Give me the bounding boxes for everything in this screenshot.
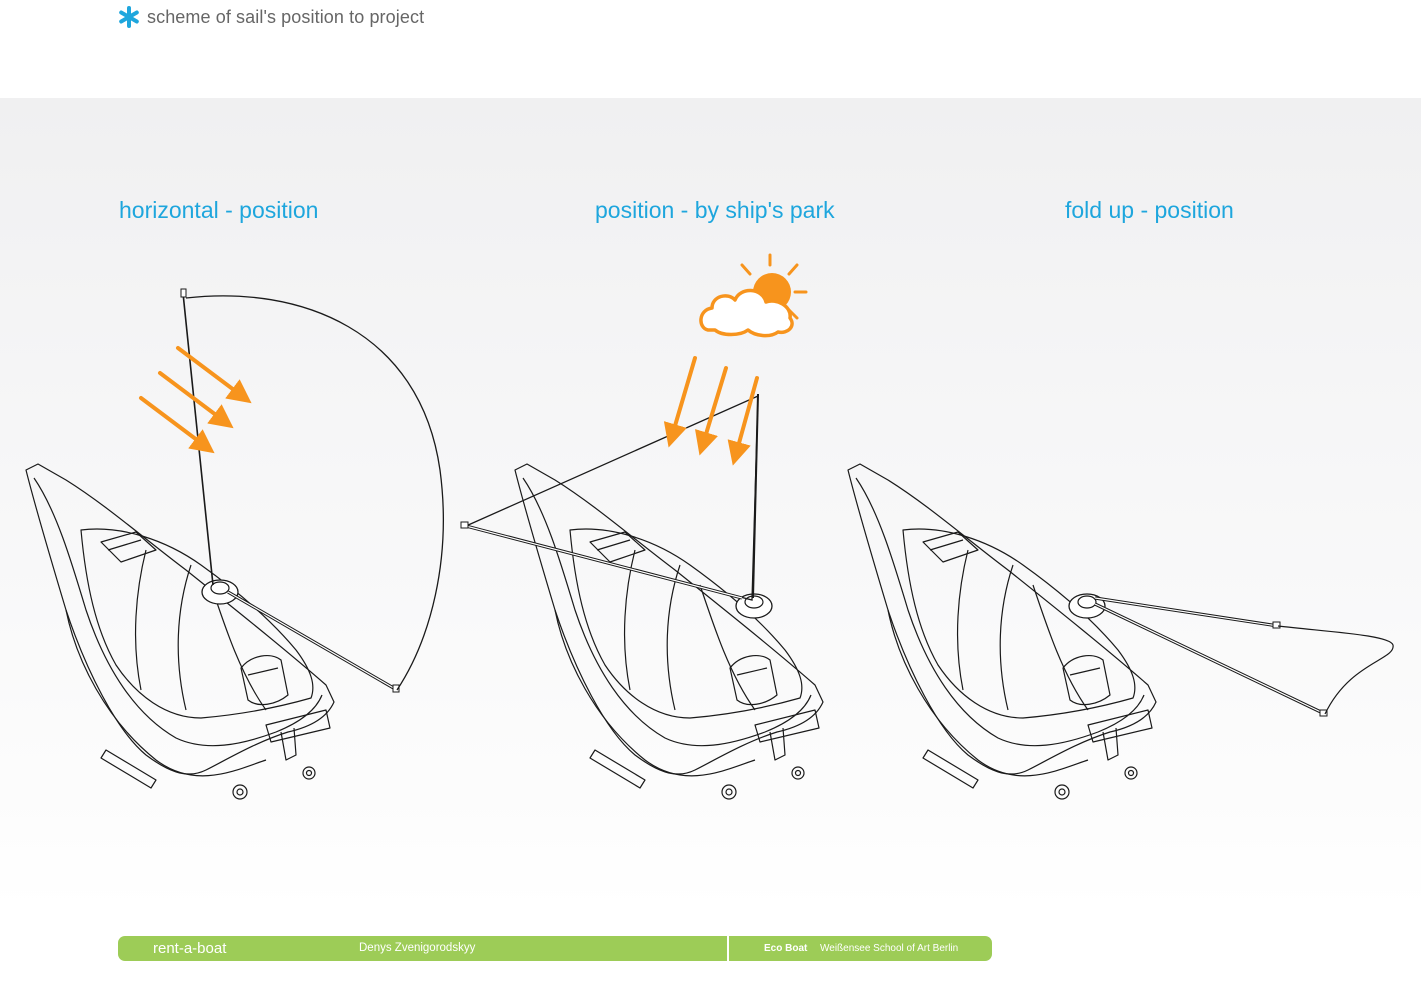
boat-drawing-horizontal	[25, 288, 444, 800]
sun-rays-ships-park	[663, 356, 759, 466]
section-title-horizontal: horizontal - position	[119, 197, 319, 223]
footer-author: Denys Zvenigorodskyy	[359, 942, 476, 954]
section-title-fold-up: fold up - position	[1065, 197, 1234, 223]
section-title-ships-park: position - by ship's park	[595, 197, 835, 223]
boat-drawing-ships-park	[460, 393, 824, 800]
sun-rays-horizontal	[139, 346, 252, 454]
boat-drawing-fold-up	[847, 463, 1394, 800]
footer-brand: Eco Boat	[764, 943, 808, 954]
weather-icon	[699, 253, 808, 338]
page-header: scheme of sail's position to project	[118, 4, 424, 30]
diagram-panel	[0, 98, 1421, 910]
footer-school: Weißensee School of Art Berlin	[820, 943, 959, 954]
footer-project-name: rent-a-boat	[153, 940, 227, 957]
asterisk-icon	[119, 6, 139, 28]
footer-divider	[727, 936, 729, 961]
page-caption: scheme of sail's position to project	[147, 6, 425, 27]
footer-bar: rent-a-boat Denys Zvenigorodskyy Eco Boa…	[118, 936, 992, 961]
